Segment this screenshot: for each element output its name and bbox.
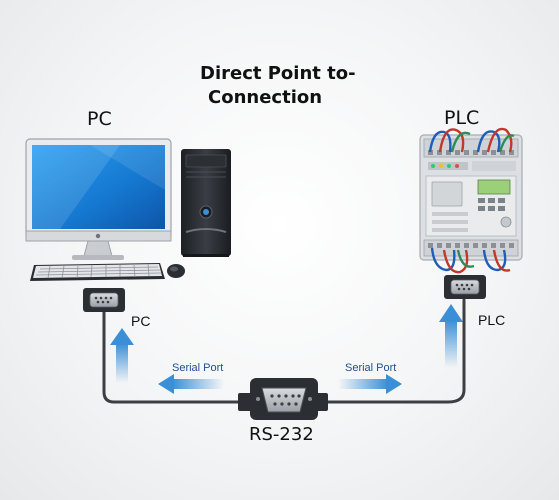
plc-top-wires: [428, 127, 515, 153]
pc-tower: [181, 149, 231, 257]
plc-device: [419, 127, 523, 274]
serial-left-arrow: [158, 374, 224, 394]
title-line-1: Direct Point to-: [200, 63, 356, 84]
center-db9-connector: [238, 378, 328, 420]
serial-port-right-label: Serial Port: [345, 362, 397, 374]
pc-monitor: [25, 138, 172, 260]
title-line-2: Connection: [208, 87, 323, 108]
pc-label: PC: [87, 108, 112, 130]
serial-right-arrow: [338, 374, 402, 394]
plc-up-arrow: [439, 304, 463, 368]
pc-port-label: PC: [131, 313, 151, 329]
plc-lcd-display: [477, 179, 511, 195]
pc-db9-connector: [83, 288, 125, 312]
serial-port-left-label: Serial Port: [172, 362, 224, 374]
cable-label: RS-232: [249, 424, 314, 445]
mouse: [167, 264, 185, 278]
pc-up-arrow: [110, 328, 134, 383]
apple-logo-icon: [95, 233, 101, 239]
plc-db9-connector: [444, 275, 486, 299]
power-button-icon: [203, 209, 209, 215]
plc-port-label: PLC: [478, 312, 506, 328]
diagram-title: Direct Point to- Connection: [200, 62, 410, 110]
keyboard: [30, 263, 165, 281]
plc-bottom-wires: [430, 247, 511, 274]
rs232-cable: [102, 298, 466, 404]
plc-label: PLC: [444, 107, 480, 129]
